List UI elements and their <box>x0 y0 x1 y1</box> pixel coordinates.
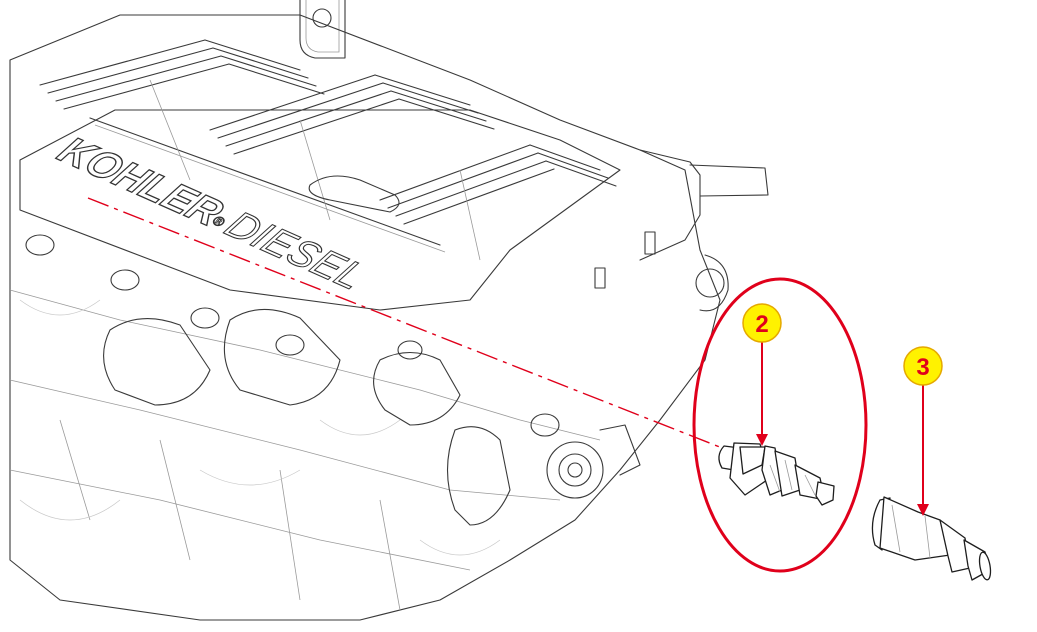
callout-3-badge <box>903 346 943 386</box>
sensor-part <box>718 442 835 506</box>
callout-2-arrowhead <box>756 434 768 446</box>
cylinder-head-details <box>19 234 641 611</box>
brand-product: DIESEL <box>217 203 376 298</box>
protective-cap-part <box>871 496 992 581</box>
callout-3-arrowhead <box>917 504 929 516</box>
valve-cover-ribs <box>39 39 617 261</box>
callout-2: 2 <box>742 303 782 446</box>
engine-mount-bracket <box>299 0 346 59</box>
sensor-highlight-ellipse <box>692 277 868 573</box>
callout-2-badge <box>742 303 782 343</box>
callout-3-number: 3 <box>916 354 929 381</box>
callout-3: 3 <box>903 346 943 516</box>
engine-block <box>9 0 769 621</box>
callout-2-number: 2 <box>755 311 768 338</box>
kohler-diesel-branding: KOHLER ® DIESEL <box>49 128 376 298</box>
assembly-axis-line <box>87 197 741 456</box>
